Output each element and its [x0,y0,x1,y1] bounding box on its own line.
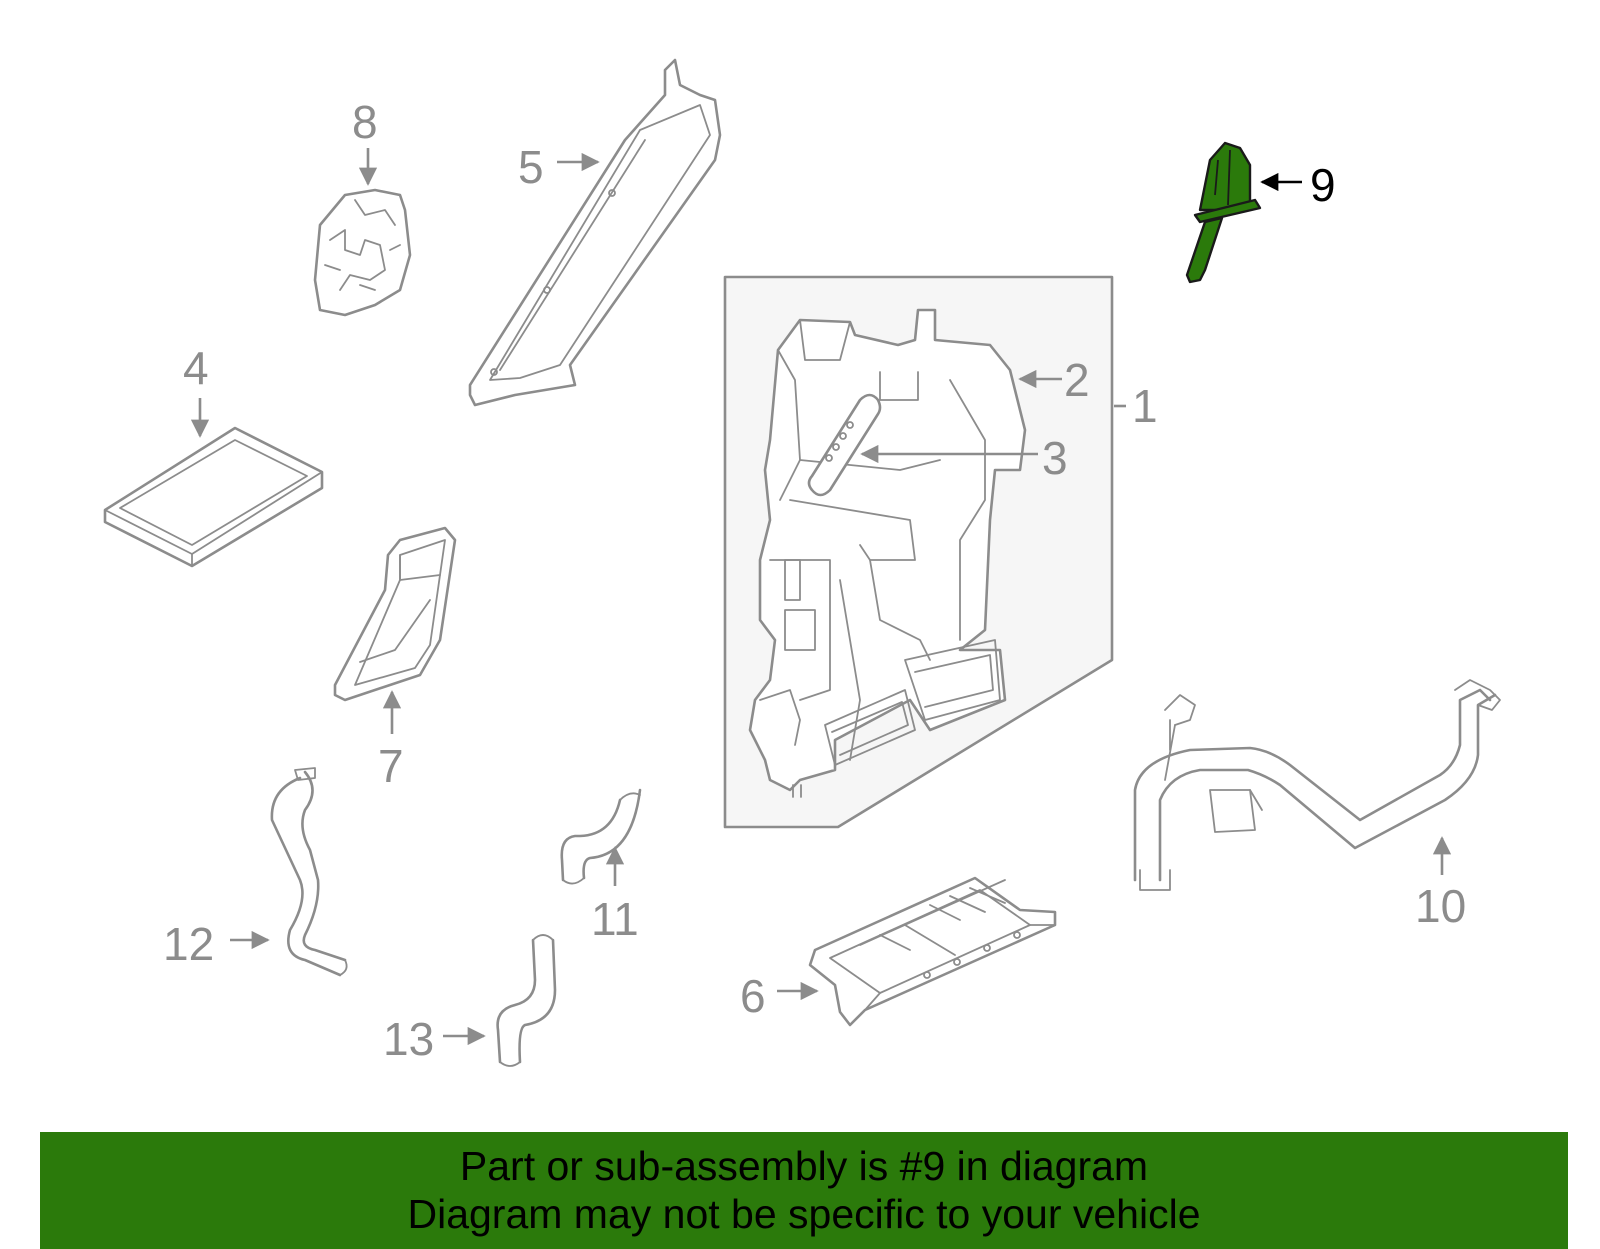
leaders [190,148,1452,1046]
part-6-grille [808,876,1057,1027]
callout-3: 3 [1042,432,1068,484]
part-1-housing-assembly [723,275,1114,829]
part-4-filter [103,426,324,568]
callout-13: 13 [383,1013,434,1065]
callout-4: 4 [183,342,209,394]
part-9-sensor-highlighted [1185,141,1262,284]
callout-10: 10 [1415,880,1466,932]
callout-5: 5 [518,141,544,193]
callout-1: 1 [1132,380,1158,432]
banner-line-disclaimer: Diagram may not be specific to your vehi… [407,1191,1201,1237]
part-5-duct [468,58,722,407]
callout-11: 11 [591,893,639,945]
callout-6: 6 [740,970,766,1022]
callout-7: 7 [378,740,404,792]
callout-9: 9 [1310,159,1336,211]
part-11-hose [560,788,642,885]
part-3-sensor [807,393,882,497]
callout-labels: 1 2 3 4 5 6 7 8 9 10 11 12 13 [163,96,1466,1065]
info-banner: Part or sub-assembly is #9 in diagram Di… [40,1132,1568,1249]
part-12-hose [270,767,348,977]
callout-2: 2 [1064,354,1090,406]
part-8-actuator [313,188,412,317]
callout-12: 12 [163,918,214,970]
part-10-pipe-assembly [1133,679,1501,891]
banner-line-part: Part or sub-assembly is #9 in diagram [459,1143,1149,1189]
part-13-hose [496,934,557,1067]
part-7-bracket [333,526,457,702]
callout-8: 8 [352,96,378,148]
